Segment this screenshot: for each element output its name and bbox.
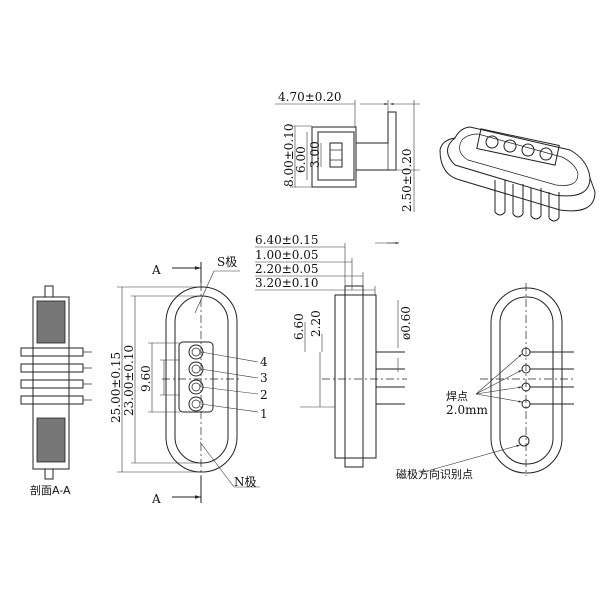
perspective-view	[439, 126, 596, 222]
dim-pitch-label: 9.60	[139, 365, 153, 392]
section-marker-top: A	[151, 263, 161, 277]
pin-label-3: 3	[260, 371, 268, 385]
dim-height-inner-label: 3.00	[308, 141, 322, 168]
dim-6-60-label: 6.60	[292, 313, 306, 340]
dim-height-outer-label: 8.00±0.10	[282, 124, 296, 188]
dim-height-mid-label: 6.00	[294, 146, 308, 173]
dim-width-label: 4.70±0.20	[278, 90, 342, 104]
pole-s-label: S极	[217, 255, 237, 269]
dim-pin-len-label: 2.50±0.20	[400, 149, 414, 213]
section-pins	[20, 347, 92, 405]
solder-size-label: 2.0mm	[446, 403, 488, 417]
solder-point-label: 焊点	[446, 389, 468, 403]
back-view: 焊点 2.0mm 磁极方向识别点	[396, 283, 575, 481]
section-marker-bottom: A	[151, 492, 161, 506]
dim-total-len-label: 25.00±0.15	[109, 352, 123, 423]
side-view: 6.40±0.15 1.00±0.05 2.20±0.05 3.20±0.10 …	[255, 233, 413, 468]
front-pins	[188, 344, 204, 412]
back-solder-points	[521, 347, 574, 409]
pin-label-4: 4	[260, 355, 268, 369]
dim-inner-len-label: 23.00±0.10	[122, 345, 136, 416]
dim-dia-label: ø0.60	[399, 306, 413, 340]
pin-label-1: 1	[260, 407, 268, 421]
dim-6-40-label: 6.40±0.15	[255, 233, 319, 247]
pin-label-2: 2	[260, 388, 268, 402]
section-caption: 剖面A-A	[30, 483, 71, 497]
section-a-a-view: 剖面A-A	[20, 285, 92, 497]
dim-2-20b-label: 2.20	[309, 310, 323, 337]
perspective-pins	[485, 135, 560, 222]
top-side-view: 4.70±0.20 8.00±0.10 6.00 3.00 2.50±0.20	[275, 90, 420, 212]
dim-3-20-label: 3.20±0.10	[255, 276, 319, 290]
pole-n-label: N极	[234, 475, 257, 489]
dim-1-00-label: 1.00±0.05	[255, 248, 319, 262]
polarity-dot	[518, 435, 530, 447]
dim-2-20a-label: 2.20±0.05	[255, 262, 319, 276]
polarity-mark-label: 磁极方向识别点	[396, 467, 473, 481]
front-view: 4 3 2 1 S极 N极 A A 25.00±0.15 23.00±0.10 …	[109, 255, 268, 506]
